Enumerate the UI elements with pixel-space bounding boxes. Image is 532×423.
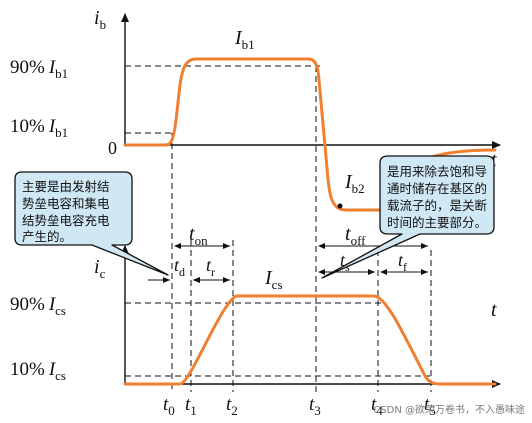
svg-text:时间的主要部分。: 时间的主要部分。 [387, 215, 487, 230]
svg-text:是用来除去饱和导: 是用来除去饱和导 [387, 164, 487, 179]
svg-text:产生的。: 产生的。 [22, 229, 72, 244]
ic-t-label: t [491, 299, 497, 321]
tick-t2: t2 [226, 394, 238, 418]
toff-label: toff [345, 223, 366, 248]
svg-text:主要是由发射结: 主要是由发射结 [22, 179, 110, 194]
tick-t0: t0 [163, 394, 175, 418]
ts-label: ts [340, 250, 350, 274]
time-tick-labels: t0 t1 t2 t3 t4 t5 [163, 394, 436, 418]
tick-t3: t3 [309, 394, 321, 418]
time-guide-lines [171, 66, 432, 392]
tick-t5: t5 [424, 394, 436, 418]
ic-waveform [123, 294, 497, 386]
ic-axis-label: ic [94, 256, 106, 281]
level-lines [125, 65, 430, 377]
svg-text:结势垒电容充电: 结势垒电容充电 [22, 213, 110, 228]
ics-label: Ics [264, 267, 283, 292]
tr-label: tr [206, 255, 215, 279]
left-callout-bubble [14, 171, 169, 276]
ib-90-label: 90%Ib1 [10, 57, 68, 81]
ib2-label: Ib2 [344, 171, 365, 196]
interval-arrows [148, 243, 428, 283]
right-callout-text: 是用来除去饱和导 通时储存在基区的 载流子的，是关断 时间的主要部分。 [387, 164, 487, 230]
ic-90-label: 90%Ics [10, 294, 66, 318]
ib2-marker-dot [337, 203, 343, 209]
ic-10-label: 10%Ics [10, 359, 66, 383]
ib1-label: Ib1 [234, 27, 255, 52]
tf-label: tf [398, 250, 407, 274]
td-label: td [174, 255, 185, 279]
ib-zero-label: 0 [108, 138, 117, 158]
tick-t4: t4 [371, 394, 383, 418]
svg-text:势垒电容和集电: 势垒电容和集电 [22, 196, 110, 211]
tick-t1: t1 [185, 394, 197, 418]
svg-text:载流子的，是关断: 载流子的，是关断 [387, 198, 487, 213]
ib-axis-label: ib [94, 7, 106, 32]
right-callout-bubble [321, 155, 495, 279]
ib-10-label: 10%Ib1 [10, 116, 68, 140]
svg-text:通时储存在基区的: 通时储存在基区的 [387, 181, 487, 196]
left-callout-text: 主要是由发射结 势垒电容和集电 结势垒电容充电 产生的。 [22, 179, 110, 244]
watermark-text: CSDN @欲荣万卷书，不入愚味途 [373, 403, 525, 416]
ton-label: ton [189, 223, 208, 248]
